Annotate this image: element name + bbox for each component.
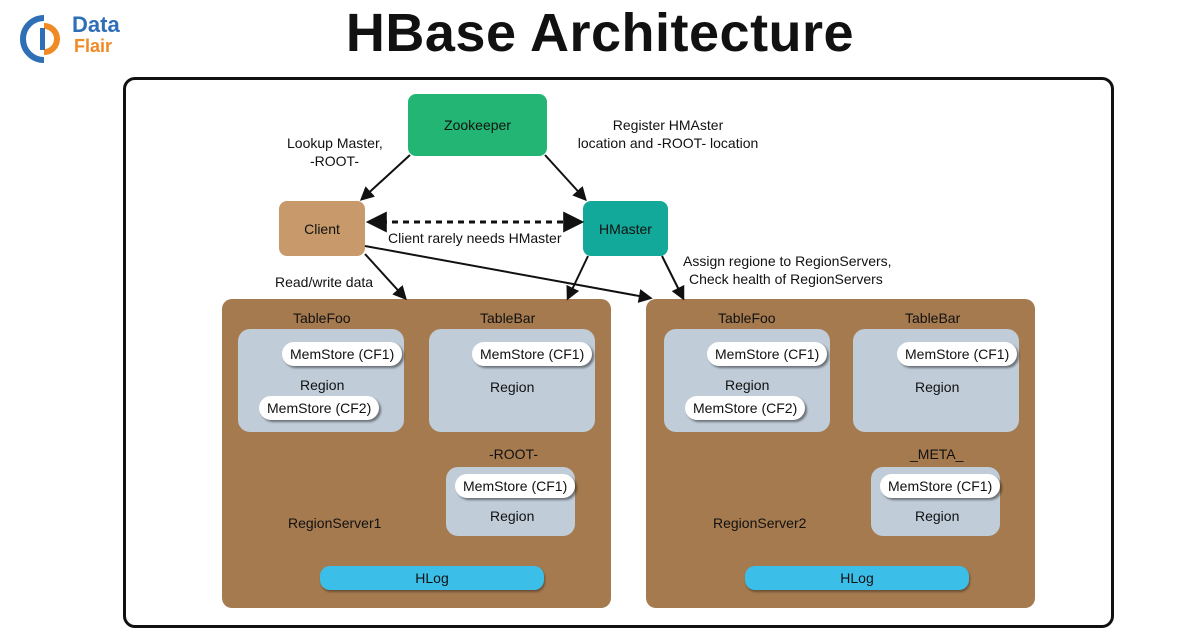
memstore-pill: MemStore (CF1) [472,342,593,366]
arrow-client-to-rs2 [364,245,653,303]
arrow-hmaster-to-rs1 [566,255,589,301]
arrow-zookeeper-to-hmaster [544,154,587,202]
logo-text-data: Data [72,12,120,37]
region-server-2-label: RegionServer2 [713,515,807,531]
hlog-bar: HLog [745,566,969,590]
memstore-pill: MemStore (CF1) [282,342,403,366]
region-label: Region [915,379,960,395]
table-bar-label: TableBar [905,310,961,326]
region-label: Region [300,377,345,393]
table-foo-label: TableFoo [718,310,776,326]
edge-label-register-1: Register HMAster [612,117,724,133]
table-foo-label: TableFoo [293,310,351,326]
edge-label-assign-2: Check health of RegionServers [689,271,883,287]
edge-label-register-2: location and -ROOT- location [577,135,759,151]
edge-label-lookup-root: -ROOT- [310,153,359,169]
zookeeper-node: Zookeeper [408,94,547,156]
region-label: Region [915,508,960,524]
page-title: HBase Architecture [345,3,855,63]
arrow-hmaster-to-rs2 [661,255,685,301]
memstore-pill: MemStore (CF1) [897,342,1018,366]
memstore-pill: MemStore (CF2) [685,396,806,420]
logo-text-flair: Flair [74,36,113,56]
table-bar-label: TableBar [480,310,536,326]
root-table-label: -ROOT- [489,446,538,462]
memstore-pill: MemStore (CF1) [880,474,1001,498]
memstore-pill: MemStore (CF1) [455,474,576,498]
region-server-1-label: RegionServer1 [288,515,382,531]
region-label: Region [490,379,535,395]
dataflair-logo-icon [20,15,60,63]
edge-label-assign-1: Assign regione to RegionServers, [683,253,892,269]
edge-label-lookup-master: Lookup Master, [287,135,383,151]
hmaster-node: HMaster [583,201,668,256]
edge-label-read-write: Read/write data [275,274,374,290]
region-label: Region [725,377,770,393]
client-node: Client [279,201,365,256]
memstore-pill: MemStore (CF1) [707,342,828,366]
arrow-client-to-rs1 [364,253,407,301]
memstore-pill: MemStore (CF2) [259,396,380,420]
region-label: Region [490,508,535,524]
edge-label-client-rarely: Client rarely needs HMaster [388,230,562,246]
meta-table-label: _META_ [910,446,964,462]
hlog-bar: HLog [320,566,544,590]
arrow-zookeeper-to-client [359,154,411,201]
